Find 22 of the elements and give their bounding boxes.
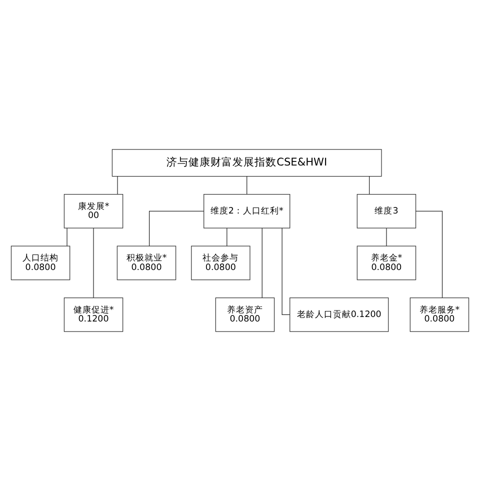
connector — [369, 176, 370, 194]
node-box: 养老资产 0.0800 — [215, 297, 275, 332]
node-box: 积极就业* 0.0800 — [116, 245, 176, 280]
connector — [93, 227, 94, 298]
node-box: 维度3 — [356, 194, 416, 228]
connector — [386, 227, 387, 246]
node-box: 社会参与 0.0800 — [191, 245, 250, 280]
connector — [416, 210, 443, 298]
connector — [66, 227, 68, 246]
node-box: 康发展* 00 — [64, 194, 124, 228]
node-box: 济与健康财富发展指数CSE&HWI — [112, 148, 382, 176]
connector — [226, 227, 228, 246]
connector — [149, 210, 204, 246]
connector — [117, 176, 118, 194]
node-box: 养老金* 0.0800 — [356, 245, 416, 280]
connector — [282, 227, 290, 314]
connector — [246, 176, 248, 194]
node-box: 人口结构 0.0800 — [10, 245, 70, 280]
node-box: 老龄人口贡献0.1200 — [290, 297, 389, 332]
node-box: 健康促进* 0.1200 — [64, 297, 124, 332]
node-box: 维度2：人口红利* — [204, 194, 290, 228]
node-box: 养老服务* 0.0800 — [410, 297, 470, 332]
